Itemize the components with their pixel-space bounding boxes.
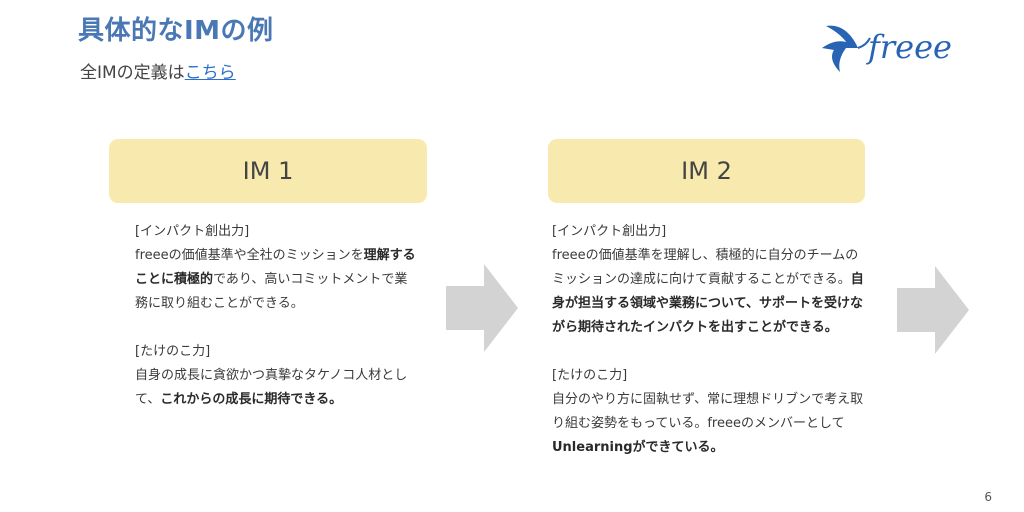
im1-description: [インパクト創出力] freeeの価値基準や全社のミッションを理解することに積極… bbox=[135, 220, 420, 412]
im1-impact-bold: 理解することに積極的 bbox=[135, 248, 416, 287]
bird-icon: freee bbox=[822, 25, 952, 72]
im2-description: [インパクト創出力] freeeの価値基準を理解し、積極的に自分のチームのミッシ… bbox=[552, 220, 867, 460]
right-arrow-icon bbox=[446, 264, 518, 352]
subtitle-text: 全IMの定義は bbox=[80, 63, 185, 83]
im1-impact-heading: [インパクト創出力] bbox=[135, 224, 250, 239]
im1-impact-pre: freeeの価値基準や全社のミッションを bbox=[135, 248, 364, 263]
page-number: 6 bbox=[984, 490, 992, 504]
im2-impact-bold: 自身が担当する領域や業務について、サポートを受けながら期待されたインパクトを出す… bbox=[552, 272, 864, 335]
im2-header: IM 2 bbox=[548, 139, 865, 203]
im1-bamboo-heading: [たけのこ力] bbox=[135, 344, 211, 359]
freee-logo: freee bbox=[818, 18, 974, 76]
im1-bamboo-text: 自身の成長に貪欲かつ真摯なタケノコ人材として、これからの成長に期待できる。 bbox=[135, 364, 420, 412]
im2-impact-heading: [インパクト創出力] bbox=[552, 224, 667, 239]
im1-bamboo-bold: これからの成長に期待できる。 bbox=[160, 392, 343, 407]
page-title: 具体的なIMの例 bbox=[78, 16, 274, 46]
im2-bamboo-pre: 自分のやり方に固執せず、常に理想ドリブンで考え取り組む姿勢をもっている。free… bbox=[552, 392, 864, 431]
definition-link[interactable]: こちら bbox=[184, 63, 236, 83]
im1-impact-post: であり、高いコミットメントで業務に取り組むことができる。 bbox=[135, 272, 408, 311]
im1-header: IM 1 bbox=[109, 139, 427, 203]
im2-impact-pre: freeeの価値基準を理解し、積極的に自分のチームのミッションの達成に向けて貢献… bbox=[552, 248, 859, 287]
im1-impact-text: freeeの価値基準や全社のミッションを理解することに積極的であり、高いコミット… bbox=[135, 244, 420, 316]
im1-bamboo-pre: 自身の成長に貪欲かつ真摯なタケノコ人材として、 bbox=[135, 368, 408, 407]
im2-bamboo-heading: [たけのこ力] bbox=[552, 368, 628, 383]
im2-bamboo-bold: Unlearningができている。 bbox=[552, 440, 724, 455]
right-arrow-icon bbox=[897, 266, 969, 354]
logo-wordmark: freee bbox=[866, 28, 952, 66]
im2-bamboo-text: 自分のやり方に固執せず、常に理想ドリブンで考え取り組む姿勢をもっている。free… bbox=[552, 388, 867, 460]
im2-impact-text: freeeの価値基準を理解し、積極的に自分のチームのミッションの達成に向けて貢献… bbox=[552, 244, 867, 340]
page-subtitle: 全IMの定義はこちら bbox=[80, 58, 236, 83]
